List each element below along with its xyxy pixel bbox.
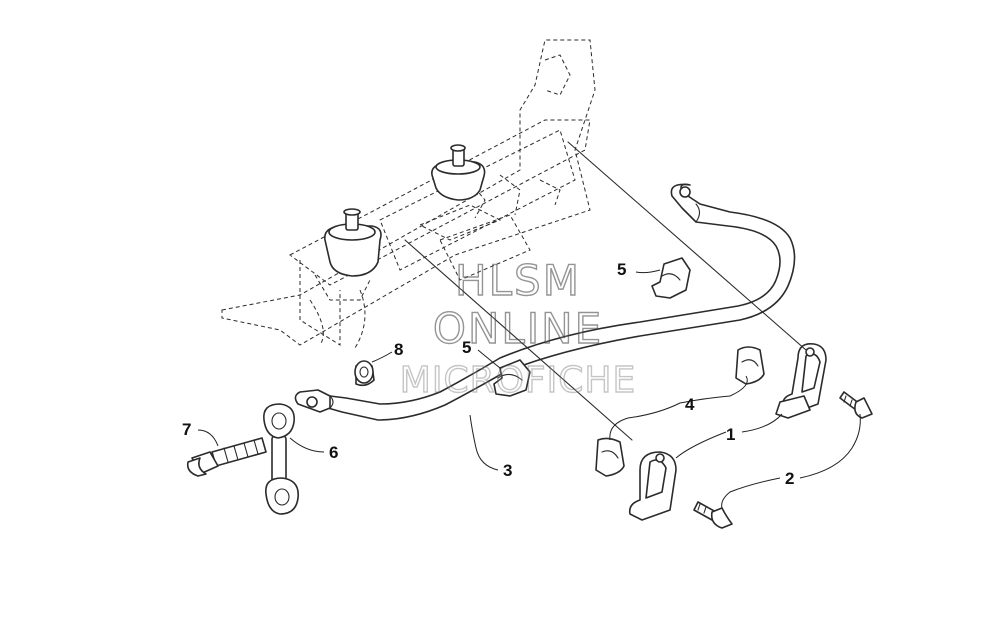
clamp-lower xyxy=(628,451,677,521)
bushing-upper xyxy=(651,257,691,299)
callout-6: 6 xyxy=(329,443,338,462)
callout-2: 2 xyxy=(785,469,794,488)
watermark-line2: ONLINE xyxy=(433,304,603,353)
clamp-upper xyxy=(782,342,827,413)
callout-8: 8 xyxy=(394,340,403,359)
callout-5-lower: 5 xyxy=(462,338,471,357)
callout-labels: 1 2 3 4 5 5 6 7 8 xyxy=(182,260,794,488)
callout-3: 3 xyxy=(503,461,512,480)
stabilizer-link xyxy=(263,403,299,515)
frame-mount-right xyxy=(430,144,486,201)
bushing-half-upper xyxy=(735,346,765,385)
watermark: HLSM ONLINE MICROFICHE xyxy=(399,255,636,401)
end-bushing xyxy=(354,360,375,387)
watermark-line3: MICROFICHE xyxy=(400,360,636,401)
bushing-half-lower xyxy=(595,437,625,477)
clamp-bolt-lower xyxy=(693,501,733,529)
assembly-guide-lines xyxy=(404,141,807,441)
bushing-lower xyxy=(493,359,531,397)
frame-mount-left xyxy=(323,208,382,277)
callout-4: 4 xyxy=(685,395,695,414)
watermark-line1: HLSM xyxy=(455,256,581,305)
callout-7: 7 xyxy=(182,420,191,439)
clamp-bolt-upper xyxy=(839,391,873,419)
clamp-insert xyxy=(775,395,811,419)
callout-5-upper: 5 xyxy=(617,260,626,279)
link-bolt xyxy=(186,437,267,477)
callout-1: 1 xyxy=(726,425,735,444)
sway-bar xyxy=(294,183,796,421)
leader-lines xyxy=(197,269,861,509)
